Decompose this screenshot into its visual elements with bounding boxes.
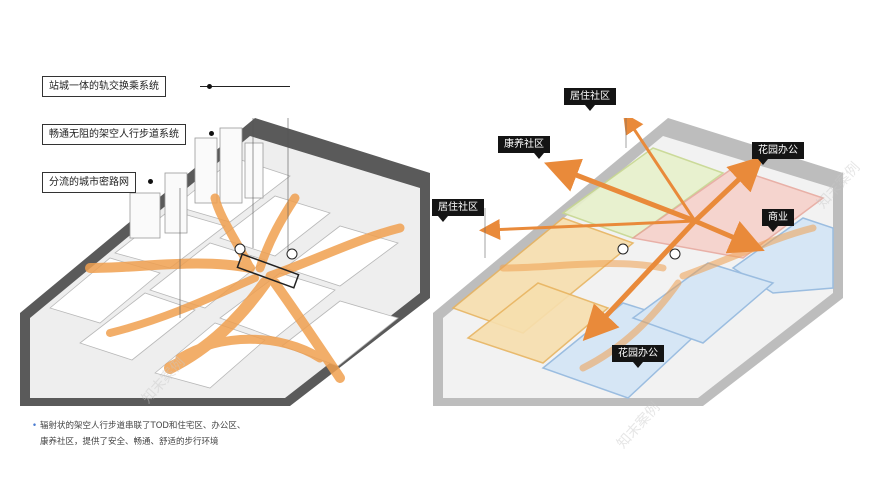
zone-label-garden-office-top: 花园办公 (752, 142, 804, 165)
caption-bullet: • (32, 421, 38, 431)
left-diagram-graphic (20, 118, 430, 406)
caption-line-2: 康养社区，提供了安全、畅通、舒适的步行环境 (40, 437, 219, 447)
zone-label-garden-office-bottom: 花园办公 (612, 345, 664, 368)
callout-skywalk-label: 畅通无阻的架空人行步道系统 (49, 129, 179, 140)
callout-road-dot (148, 179, 153, 184)
zone-label-commercial-text: 商业 (768, 212, 788, 223)
callout-road-network-label: 分流的城市密路网 (49, 177, 129, 188)
callout-skywalk-dot (209, 131, 214, 136)
zone-label-elderly-care: 康养社区 (498, 136, 550, 159)
callout-rail-dot (207, 84, 212, 89)
left-axonometric-diagram (20, 118, 430, 406)
zone-label-commercial: 商业 (762, 209, 794, 232)
caption-line-1: 辐射状的架空人行步道串联了TOD和住宅区、办公区、 (40, 421, 246, 431)
callout-rail-leader (200, 86, 290, 87)
callout-rail-transfer-label: 站城一体的轨交换乘系统 (49, 81, 159, 92)
zone-label-elderly-care-text: 康养社区 (504, 139, 544, 150)
callout-road-network: 分流的城市密路网 (42, 172, 136, 193)
zone-label-residential-top: 居住社区 (564, 88, 616, 111)
zone-label-garden-office-top-text: 花园办公 (758, 145, 798, 156)
callout-skywalk: 畅通无阻的架空人行步道系统 (42, 124, 186, 145)
zone-label-residential-top-text: 居住社区 (570, 91, 610, 102)
callout-rail-transfer: 站城一体的轨交换乘系统 (42, 76, 166, 97)
zone-label-residential-left: 居住社区 (432, 199, 484, 222)
caption: • 辐射状的架空人行步道串联了TOD和住宅区、办公区、 康养社区，提供了安全、畅… (32, 418, 246, 450)
zone-label-residential-left-text: 居住社区 (438, 202, 478, 213)
right-diagram-graphic (433, 118, 843, 406)
zone-label-garden-office-bottom-text: 花园办公 (618, 348, 658, 359)
right-zoning-diagram (433, 118, 843, 406)
